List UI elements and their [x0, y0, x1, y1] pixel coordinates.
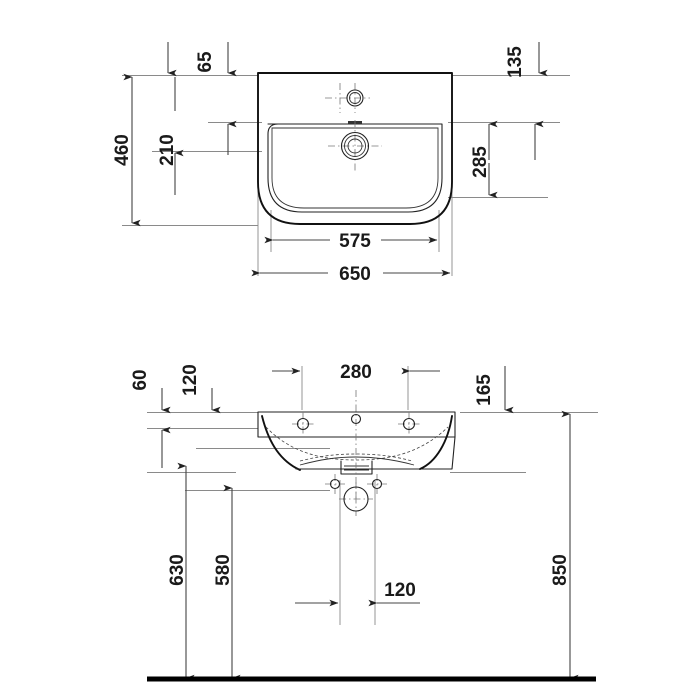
- dimension-120-top-label: 120: [180, 364, 201, 396]
- dimension-650: 650: [251, 264, 451, 285]
- dimension-280: 280: [272, 362, 440, 410]
- dimension-165: 165: [474, 366, 514, 414]
- dimension-460: 460: [112, 73, 141, 227]
- dimension-135: 135: [505, 42, 548, 78]
- front-view-extension-lines: [147, 412, 598, 491]
- dimension-65: 65: [167, 42, 237, 77]
- dimension-60: 60: [130, 369, 171, 414]
- front-view-group: 60 120 280 165 630 580: [130, 362, 598, 682]
- dimension-120-bottom-label: 120: [384, 580, 416, 601]
- dimension-630-label: 630: [167, 554, 188, 586]
- basin-top-outline: [257, 72, 453, 225]
- dimension-850-label: 850: [550, 554, 571, 586]
- dimension-210: 210: [157, 77, 184, 195]
- waste-hole-top-view: [328, 120, 382, 172]
- dimension-575-label: 575: [339, 231, 371, 252]
- dimension-650-label: 650: [339, 264, 371, 285]
- dimension-460-label: 460: [112, 134, 133, 166]
- tap-hole-front-view: [350, 390, 362, 500]
- dimension-165-label: 165: [474, 374, 495, 406]
- side-hole-right-front-view: [398, 412, 420, 436]
- top-view-extension-lines: [122, 75, 570, 226]
- top-view-group: 65 135 460 210 285: [112, 42, 570, 285]
- dimension-580-label: 580: [213, 554, 234, 586]
- wall-outlet-circle: [339, 482, 373, 516]
- dimension-575: 575: [264, 231, 438, 252]
- fixing-hole-right: [367, 474, 387, 494]
- fixing-hole-left: [325, 474, 345, 494]
- dimension-210-label: 210: [157, 134, 178, 166]
- side-hole-left-front-view: [292, 412, 314, 436]
- dimension-285-label: 285: [470, 146, 491, 178]
- dimension-135-label: 135: [505, 46, 526, 78]
- tap-hole-top-view: [325, 83, 370, 113]
- basin-front-profile: [257, 411, 456, 475]
- dimension-60-label: 60: [130, 369, 151, 390]
- dimension-850: 850: [550, 410, 579, 682]
- dimension-120-top: 120: [161, 364, 221, 468]
- dimension-630: 630: [167, 462, 195, 682]
- dimension-280-label: 280: [340, 362, 372, 383]
- dimension-580: 580: [213, 484, 241, 682]
- dimension-285: 285: [470, 120, 544, 199]
- dimension-65-label: 65: [195, 51, 216, 73]
- dimension-120-bottom: 120: [295, 480, 420, 625]
